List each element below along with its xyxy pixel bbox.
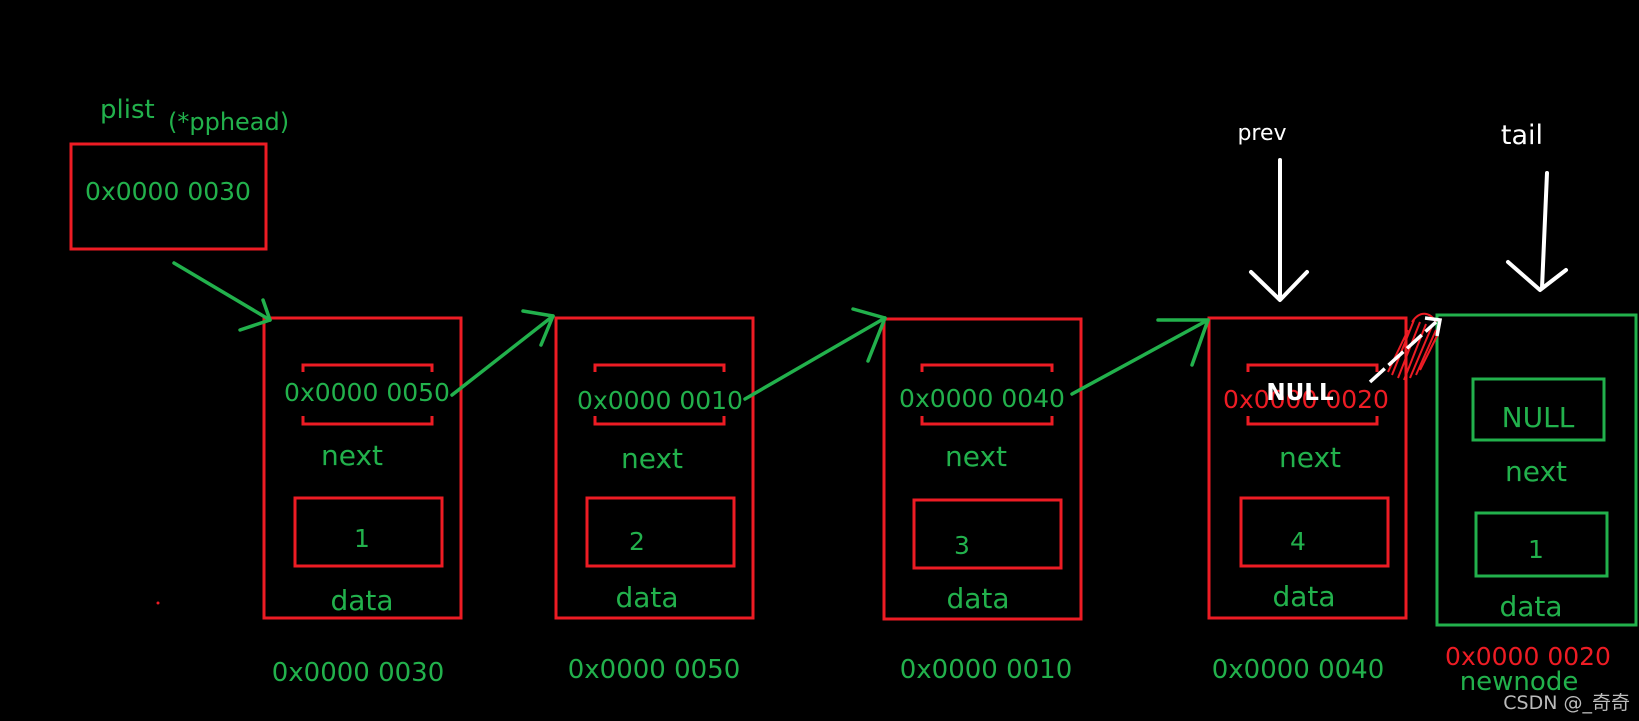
new-node-name: newnode [1460,667,1579,697]
node-2-data-field [585,496,736,568]
node-3-data-label: data [946,582,1009,615]
watermark: CSDN @_奇奇 [1503,692,1630,714]
node-2-data-value: 2 [629,527,645,556]
new-node-next-value: NULL [1502,401,1575,434]
node-4-address: 0x0000 0040 [1212,655,1385,685]
head-label: plist [100,95,155,125]
stray-dot [156,601,160,605]
new-node-next-label: next [1505,455,1567,488]
node-1-next-field [301,363,434,426]
node-1-next-value: 0x0000 0050 [284,378,450,407]
node-3: 0x0000 0040 next 3 data 0x0000 0010 [882,317,1083,685]
node-4-data-value: 4 [1290,527,1306,556]
new-node-box [1435,313,1638,627]
node-1-data-value: 1 [354,524,370,553]
node-3-data-value: 3 [954,531,970,560]
new-node-address: 0x0000 0020 [1445,642,1611,671]
head-alias: (*pphead) [168,108,289,136]
node-2-next-label: next [621,442,683,475]
arrow-head-to-node1 [172,261,272,322]
node-4-box [1207,316,1408,620]
tail-arrow-shaft [1540,171,1549,290]
new-link-arrow-tip [1424,316,1443,337]
node-4: 0x0000 0020 NULL next 4 data 0x0000 0040 [1207,316,1408,685]
node-2: 0x0000 0010 next 2 data 0x0000 0050 [554,316,755,685]
node-3-next-value: 0x0000 0040 [899,384,1065,413]
node-1: 0x0000 0050 next 1 data 0x0000 0030 [262,316,463,688]
node-4-data-label: data [1272,580,1335,613]
node-4-next-value: 0x0000 0020 [1223,385,1389,414]
prev-arrow-tip [1249,270,1309,302]
new-link-arrow [1368,320,1438,384]
arrow-node2-to-node3-tip [851,307,887,363]
head-value: 0x0000 0030 [85,177,251,206]
node-3-address: 0x0000 0010 [900,655,1073,685]
arrow-node2-to-node3 [743,316,887,401]
node-4-next-label: next [1279,441,1341,474]
new-node: NULL next 1 data 0x0000 0020 newnode [1435,313,1638,697]
node-2-box [554,316,755,620]
arrow-node1-to-node2 [450,314,555,397]
node-3-data-field [912,498,1063,570]
node-1-address: 0x0000 0030 [272,658,445,688]
scribble-mark [1387,312,1439,381]
arrow-node1-to-node2-tip [521,309,555,347]
node-2-next-value: 0x0000 0010 [577,386,743,415]
new-node-data-label: data [1499,590,1562,623]
arrow-node3-to-node4-tip [1156,318,1210,367]
arrow-head-to-node1-tip [238,298,272,332]
new-node-data-field [1474,511,1609,578]
node-3-next-label: next [945,440,1007,473]
node-4-next-overlay: NULL [1266,380,1334,406]
node-4-data-field [1239,496,1390,568]
prev-label: prev [1237,121,1286,146]
node-1-next-label: next [321,439,383,472]
tail-arrow-tip [1506,260,1568,292]
node-1-box [262,316,463,620]
head-box [69,142,268,251]
node-1-data-label: data [330,584,393,617]
node-2-address: 0x0000 0050 [568,655,741,685]
node-4-next-field [1246,363,1379,426]
link-arrows [172,261,1210,401]
node-1-data-field [293,496,444,568]
arrow-node3-to-node4 [1070,318,1210,396]
tail-label: tail [1501,120,1543,151]
node-2-data-label: data [615,581,678,614]
new-node-next-field [1471,377,1606,442]
node-3-box [882,317,1083,621]
node-3-next-field [920,363,1054,426]
pointer-arrows [1249,158,1568,302]
node-2-next-field [593,363,726,426]
new-node-data-value: 1 [1528,535,1544,564]
